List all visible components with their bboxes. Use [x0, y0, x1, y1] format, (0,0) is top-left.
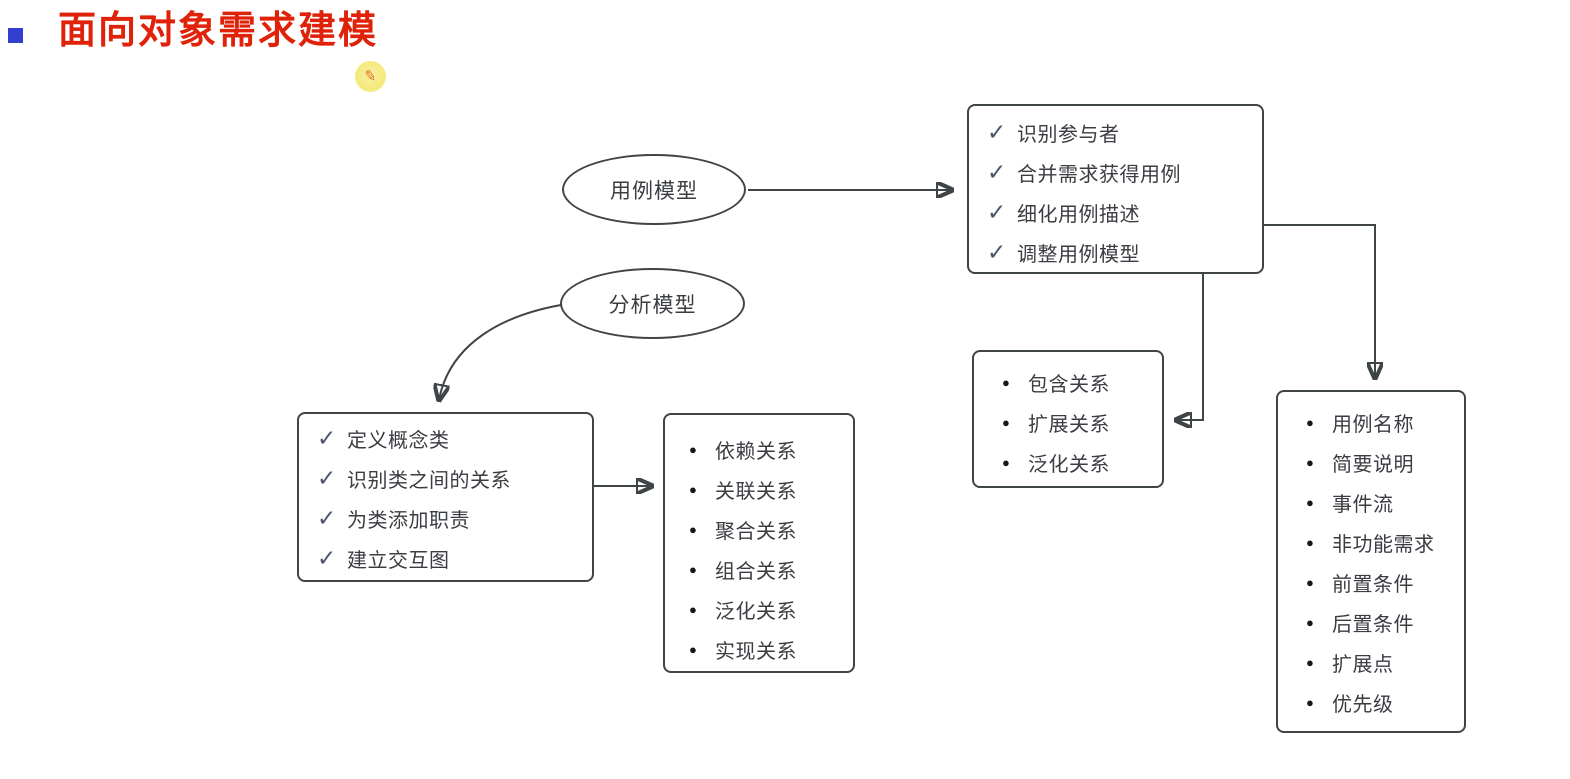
list-item-label: 调整用例模型 [1017, 243, 1140, 266]
list-item-label: 合并需求获得用例 [1017, 163, 1181, 186]
list-item: ● 扩展关系 [1002, 402, 1162, 442]
list-item: ● 组合关系 [689, 549, 853, 589]
list-item: ✓ 识别类之间的关系 [317, 458, 592, 498]
bullet-icon: ● [689, 601, 697, 617]
list-item-label: 包含关系 [1028, 373, 1110, 396]
bullet-icon: ● [689, 561, 697, 577]
box-analysis-steps[interactable]: ✓ 定义概念类 ✓ 识别类之间的关系 ✓ 为类添加职责 ✓ 建立交互图 [297, 412, 594, 582]
bullet-icon: ● [1306, 574, 1314, 590]
list-item: ● 扩展点 [1306, 642, 1464, 682]
bullet-icon: ● [1306, 494, 1314, 510]
list-item: ● 实现关系 [689, 629, 853, 669]
list-item-label: 前置条件 [1332, 573, 1414, 596]
check-icon: ✓ [987, 238, 1007, 265]
check-icon: ✓ [317, 424, 337, 451]
bullet-icon: ● [1306, 414, 1314, 430]
check-icon: ✓ [987, 158, 1007, 185]
list-item-label: 事件流 [1332, 493, 1394, 516]
list-item-label: 细化用例描述 [1017, 203, 1140, 226]
check-icon: ✓ [317, 544, 337, 571]
list-item-label: 聚合关系 [715, 520, 797, 543]
list-item: ✓ 为类添加职责 [317, 498, 592, 538]
list-item-label: 后置条件 [1332, 613, 1414, 636]
list-item: ● 泛化关系 [1002, 442, 1162, 482]
check-icon: ✓ [987, 198, 1007, 225]
bullet-icon: ● [1306, 654, 1314, 670]
list-item: ✓ 合并需求获得用例 [987, 152, 1262, 192]
box-use-case-relations[interactable]: ● 包含关系 ● 扩展关系 ● 泛化关系 [972, 350, 1164, 488]
list-item-label: 定义概念类 [347, 429, 450, 452]
check-icon: ✓ [317, 464, 337, 491]
pencil-icon: ✎ [363, 67, 378, 86]
list-item-label: 实现关系 [715, 640, 797, 663]
list-item-label: 关联关系 [715, 480, 797, 503]
bullet-icon: ● [1002, 414, 1010, 430]
list-item-label: 扩展关系 [1028, 413, 1110, 436]
bullet-icon: ● [1002, 374, 1010, 390]
node-label: 用例模型 [610, 179, 698, 203]
list-item-label: 用例名称 [1332, 413, 1414, 436]
box-use-case-description[interactable]: ● 用例名称 ● 简要说明 ● 事件流 ● 非功能需求 ● 前置条件 ● 后置条… [1276, 390, 1466, 733]
bullet-icon: ● [1306, 454, 1314, 470]
box-class-relations[interactable]: ● 依赖关系 ● 关联关系 ● 聚合关系 ● 组合关系 ● 泛化关系 ● 实现关… [663, 413, 855, 673]
list-item-label: 建立交互图 [347, 549, 450, 572]
node-label: 分析模型 [608, 293, 697, 317]
list-item: ● 聚合关系 [689, 509, 853, 549]
bullet-icon: ● [689, 641, 697, 657]
node-use-case-model[interactable]: 用例模型 [562, 154, 746, 225]
bullet-icon: ● [1306, 694, 1314, 710]
bullet-icon: ● [1306, 614, 1314, 630]
list-item: ● 优先级 [1306, 682, 1464, 722]
list-item-label: 简要说明 [1332, 453, 1414, 476]
check-icon: ✓ [317, 504, 337, 531]
bullet-icon: ● [689, 481, 697, 497]
bullet-icon: ● [689, 521, 697, 537]
box-use-case-steps[interactable]: ✓ 识别参与者 ✓ 合并需求获得用例 ✓ 细化用例描述 ✓ 调整用例模型 [967, 104, 1264, 274]
list-item-label: 扩展点 [1332, 653, 1394, 676]
list-item: ● 关联关系 [689, 469, 853, 509]
pencil-annotation-badge[interactable]: ✎ [355, 61, 386, 92]
page-title: 面向对象需求建模 [58, 10, 379, 52]
check-icon: ✓ [987, 118, 1007, 145]
list-item: ● 简要说明 [1306, 442, 1464, 482]
list-item: ● 前置条件 [1306, 562, 1464, 602]
list-item-label: 泛化关系 [1028, 453, 1110, 476]
list-item: ● 依赖关系 [689, 429, 853, 469]
list-item: ● 事件流 [1306, 482, 1464, 522]
connector-analysis-to-steps [439, 304, 562, 400]
list-item-label: 识别类之间的关系 [347, 469, 511, 492]
list-item: ✓ 定义概念类 [317, 418, 592, 458]
node-analysis-model[interactable]: 分析模型 [560, 268, 745, 339]
list-item-label: 组合关系 [715, 560, 797, 583]
bullet-icon: ● [1306, 534, 1314, 550]
list-item-label: 非功能需求 [1332, 533, 1435, 556]
list-item: ● 泛化关系 [689, 589, 853, 629]
list-item-label: 识别参与者 [1017, 123, 1120, 146]
list-item-label: 优先级 [1332, 693, 1394, 716]
list-item: ✓ 建立交互图 [317, 538, 592, 578]
list-item-label: 泛化关系 [715, 600, 797, 623]
list-item: ✓ 细化用例描述 [987, 192, 1262, 232]
bullet-icon: ● [1002, 454, 1010, 470]
bullet-icon: ● [689, 441, 697, 457]
list-item: ● 包含关系 [1002, 362, 1162, 402]
list-item: ● 后置条件 [1306, 602, 1464, 642]
list-item-label: 依赖关系 [715, 440, 797, 463]
list-item: ✓ 调整用例模型 [987, 232, 1262, 272]
list-item-label: 为类添加职责 [347, 509, 470, 532]
list-item: ✓ 识别参与者 [987, 112, 1262, 152]
title-bullet-square [8, 28, 23, 43]
list-item: ● 用例名称 [1306, 402, 1464, 442]
list-item: ● 非功能需求 [1306, 522, 1464, 562]
slide-title-row: 面向对象需求建模 [8, 8, 378, 54]
